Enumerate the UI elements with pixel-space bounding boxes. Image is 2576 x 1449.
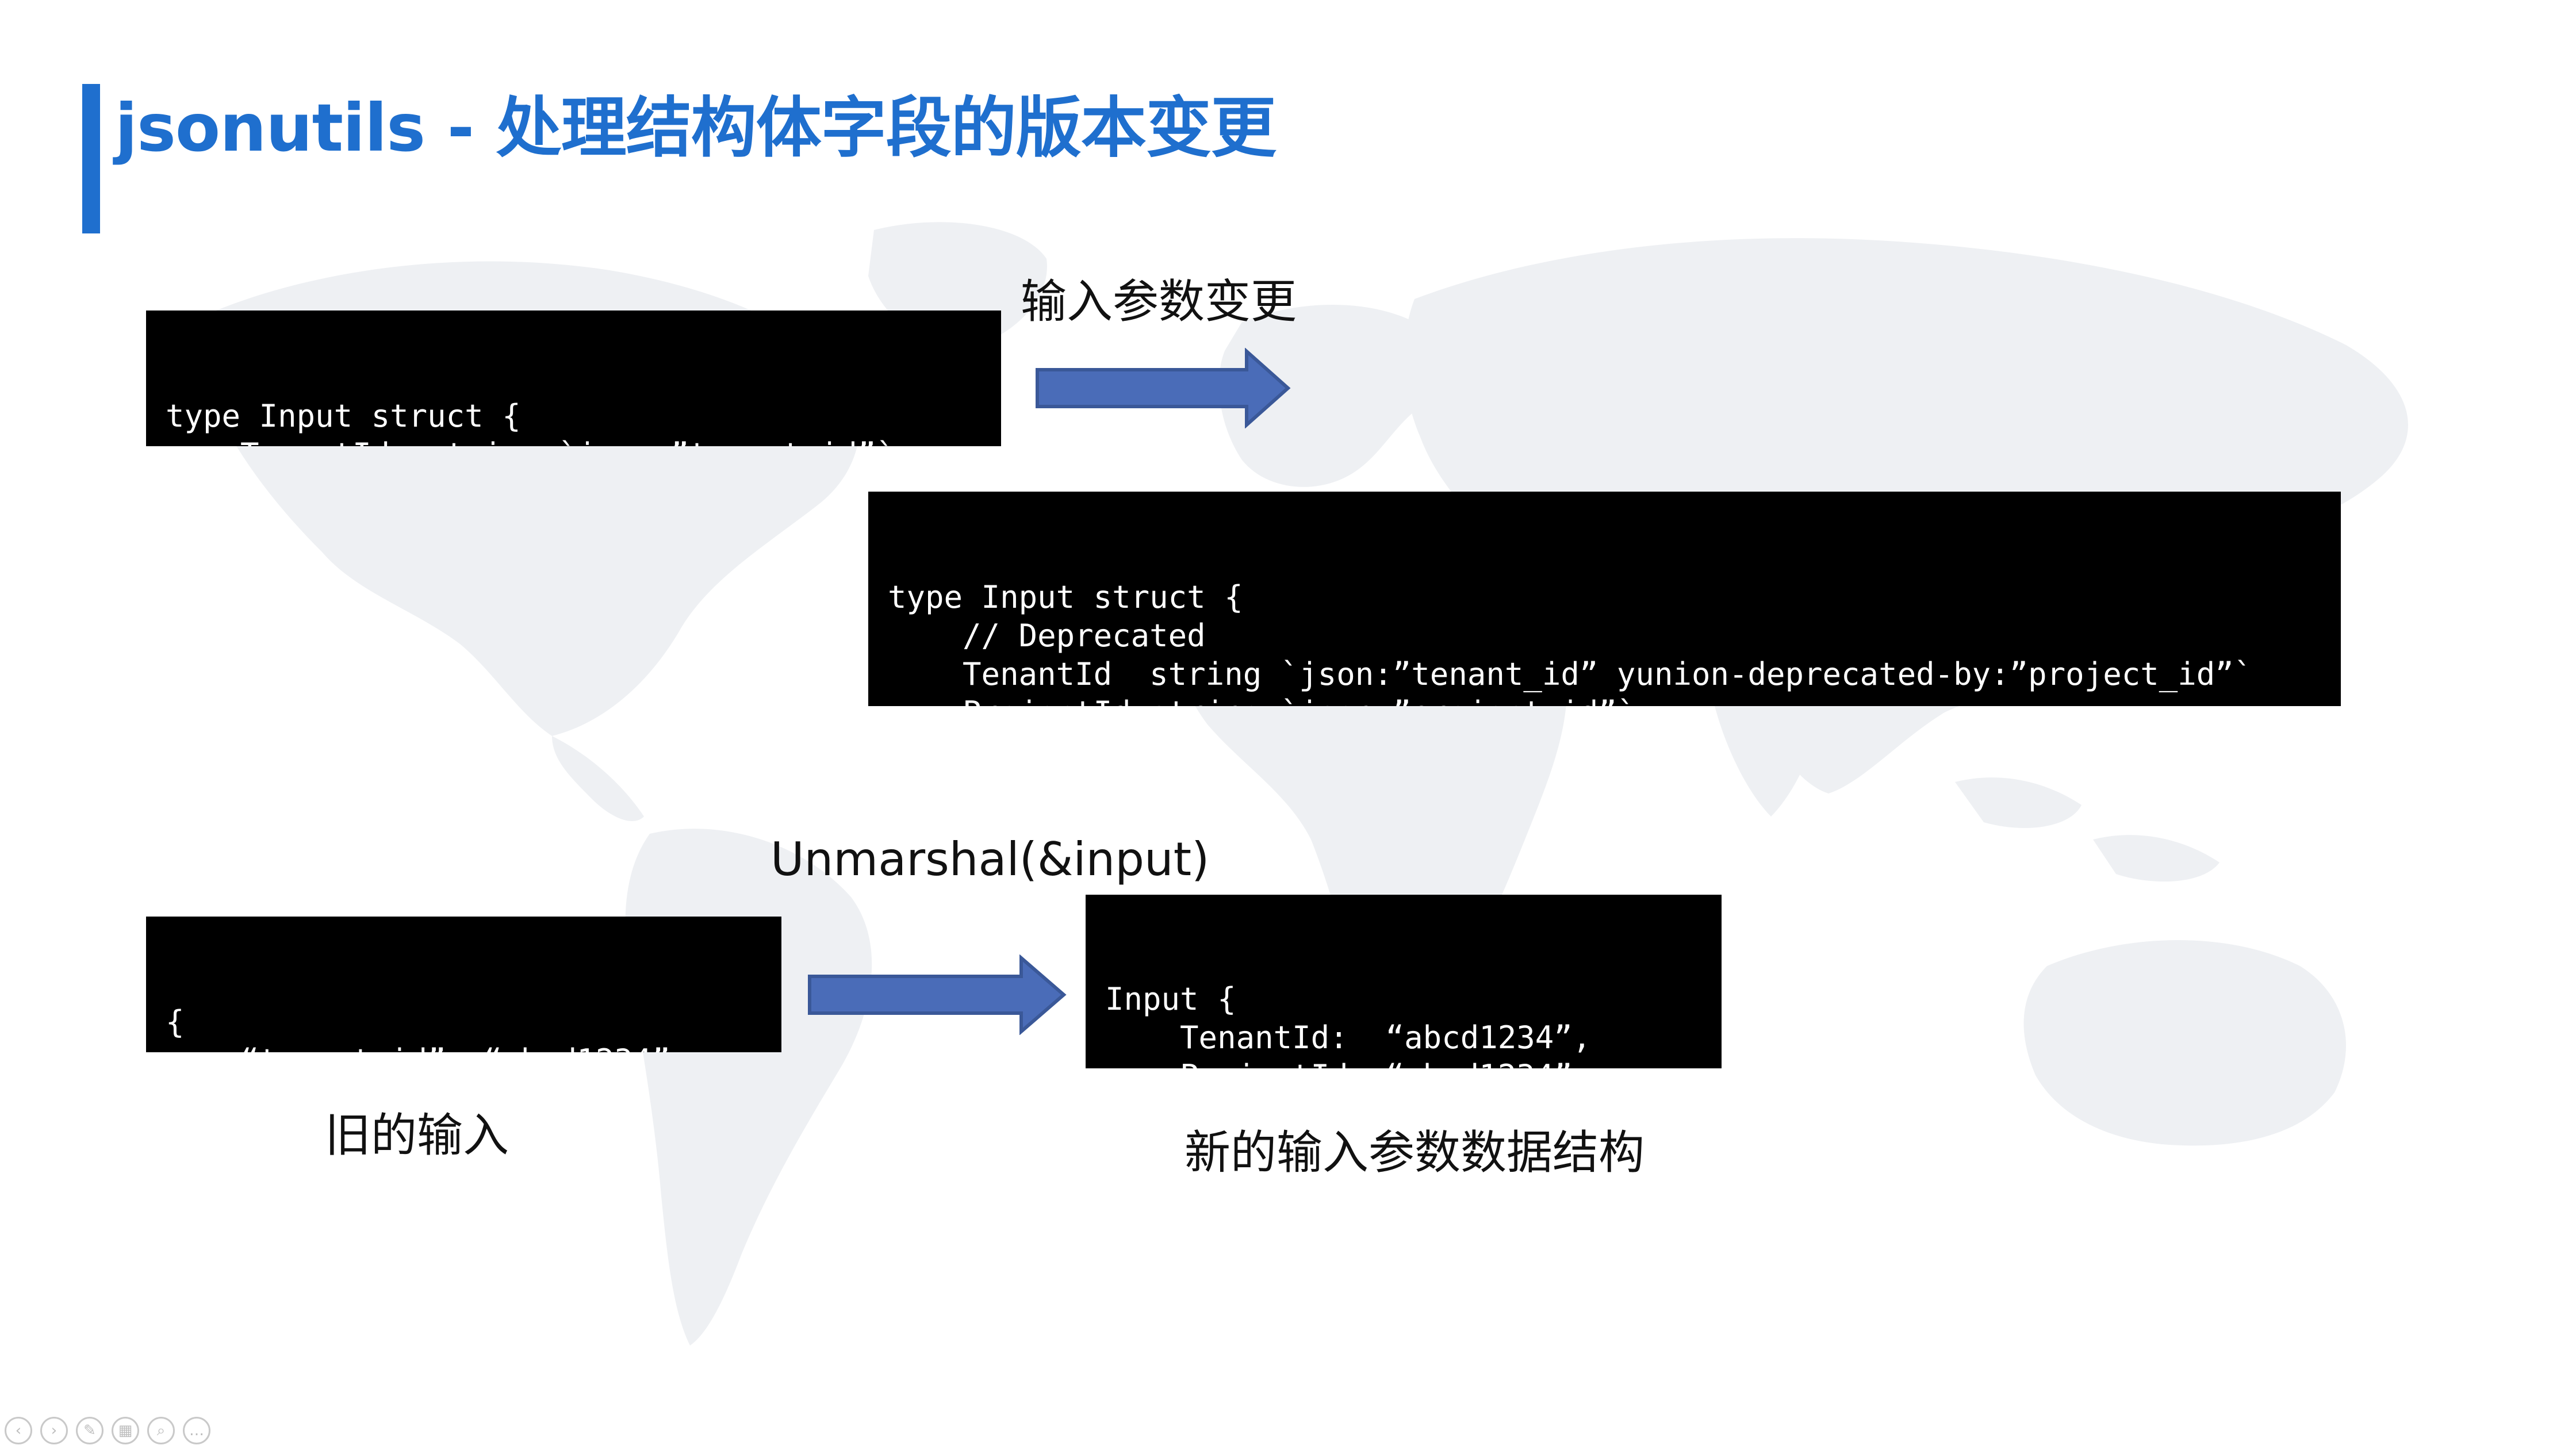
title-accent-bar — [82, 84, 100, 233]
old-struct-code-block: type Input struct { TenantId string `jso… — [146, 310, 1001, 446]
code-line: “tenant_id”: “abcd1234” — [166, 1041, 762, 1052]
zoom-icon[interactable]: ⌕ — [147, 1417, 175, 1444]
next-icon[interactable]: › — [40, 1417, 68, 1444]
code-line: TenantId string `json:”tenant_id” yunion… — [888, 656, 2253, 692]
slides-icon[interactable]: ▦ — [112, 1417, 139, 1444]
code-line: ProjectId string `json:”project_id”` — [888, 693, 2321, 706]
slide-title: jsonutils - 处理结构体字段的版本变更 — [115, 90, 1276, 166]
slideshow-toolbar: ‹ › ✎ ▦ ⌕ … — [5, 1416, 210, 1446]
code-line: { — [166, 1004, 185, 1040]
code-line: ProjectId: “abcd1234” — [1105, 1057, 1702, 1068]
code-line: TenantId: “abcd1234”, — [1105, 1019, 1592, 1056]
bottom-arrow-label: Unmarshal(&input) — [770, 833, 1210, 886]
new-struct-caption: 新的输入参数数据结构 — [1184, 1126, 1644, 1179]
new-struct-code-block: type Input struct { // Deprecated Tenant… — [868, 492, 2341, 706]
right-arrow-icon — [808, 954, 1067, 1035]
top-arrow-label: 输入参数变更 — [1021, 275, 1297, 328]
old-input-code-block: { “tenant_id”: “abcd1234”} — [146, 917, 781, 1052]
prev-icon[interactable]: ‹ — [5, 1417, 32, 1444]
pen-icon[interactable]: ✎ — [76, 1417, 103, 1444]
code-line: // Deprecated — [888, 618, 1206, 654]
right-arrow-icon — [1036, 348, 1291, 428]
code-line: TenantId string `json:”tenant_id”` — [166, 435, 982, 446]
code-line: type Input struct { — [166, 398, 521, 434]
more-icon[interactable]: … — [183, 1417, 210, 1444]
code-line: type Input struct { — [888, 579, 1243, 615]
code-line: Input { — [1105, 981, 1236, 1017]
new-input-struct-code-block: Input { TenantId: “abcd1234”, ProjectId:… — [1086, 895, 1722, 1068]
old-input-caption: 旧的输入 — [325, 1109, 509, 1162]
